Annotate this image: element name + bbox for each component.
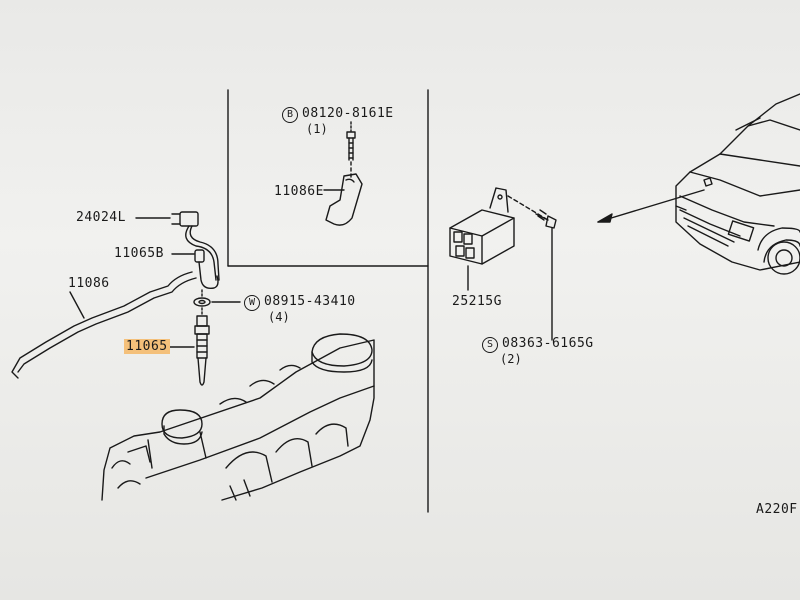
screw-qty-label: (2) — [500, 352, 522, 366]
relay-drawing — [449, 187, 549, 291]
washer-qty-label: (4) — [268, 310, 290, 324]
bolt-part-label: 08120-8161E — [302, 106, 394, 121]
washer-drawing — [193, 289, 241, 307]
screw-symbol: S — [482, 337, 498, 353]
frame-lines — [227, 89, 429, 513]
figure-code-label: A220F — [756, 502, 798, 517]
bolt-qty-label: (1) — [306, 122, 328, 136]
screw-drawing — [535, 209, 557, 341]
glow-plug-label: 11065 — [124, 339, 170, 354]
bolt-symbol: B — [282, 107, 298, 123]
vehicle-drawing — [675, 93, 800, 275]
plate-drawing — [171, 249, 219, 290]
tube-label: 11086 — [68, 276, 110, 291]
plate-label: 11065B — [114, 246, 164, 261]
relay-label: 25215G — [452, 294, 502, 309]
bracket-drawing — [323, 173, 363, 226]
engine-head-drawing — [101, 333, 375, 501]
washer-symbol: W — [244, 295, 260, 311]
harness-drawing — [135, 211, 220, 281]
washer-part-label: 08915-43410 — [264, 294, 356, 309]
bracket-label: 11086E — [274, 184, 324, 199]
bolt-drawing — [346, 121, 356, 179]
glow-plug-drawing — [169, 307, 210, 386]
pointer-arrow — [597, 189, 705, 223]
harness-label: 24024L — [76, 210, 126, 225]
screw-part-label: 08363-6165G — [502, 336, 594, 351]
tube-drawing — [11, 271, 197, 379]
